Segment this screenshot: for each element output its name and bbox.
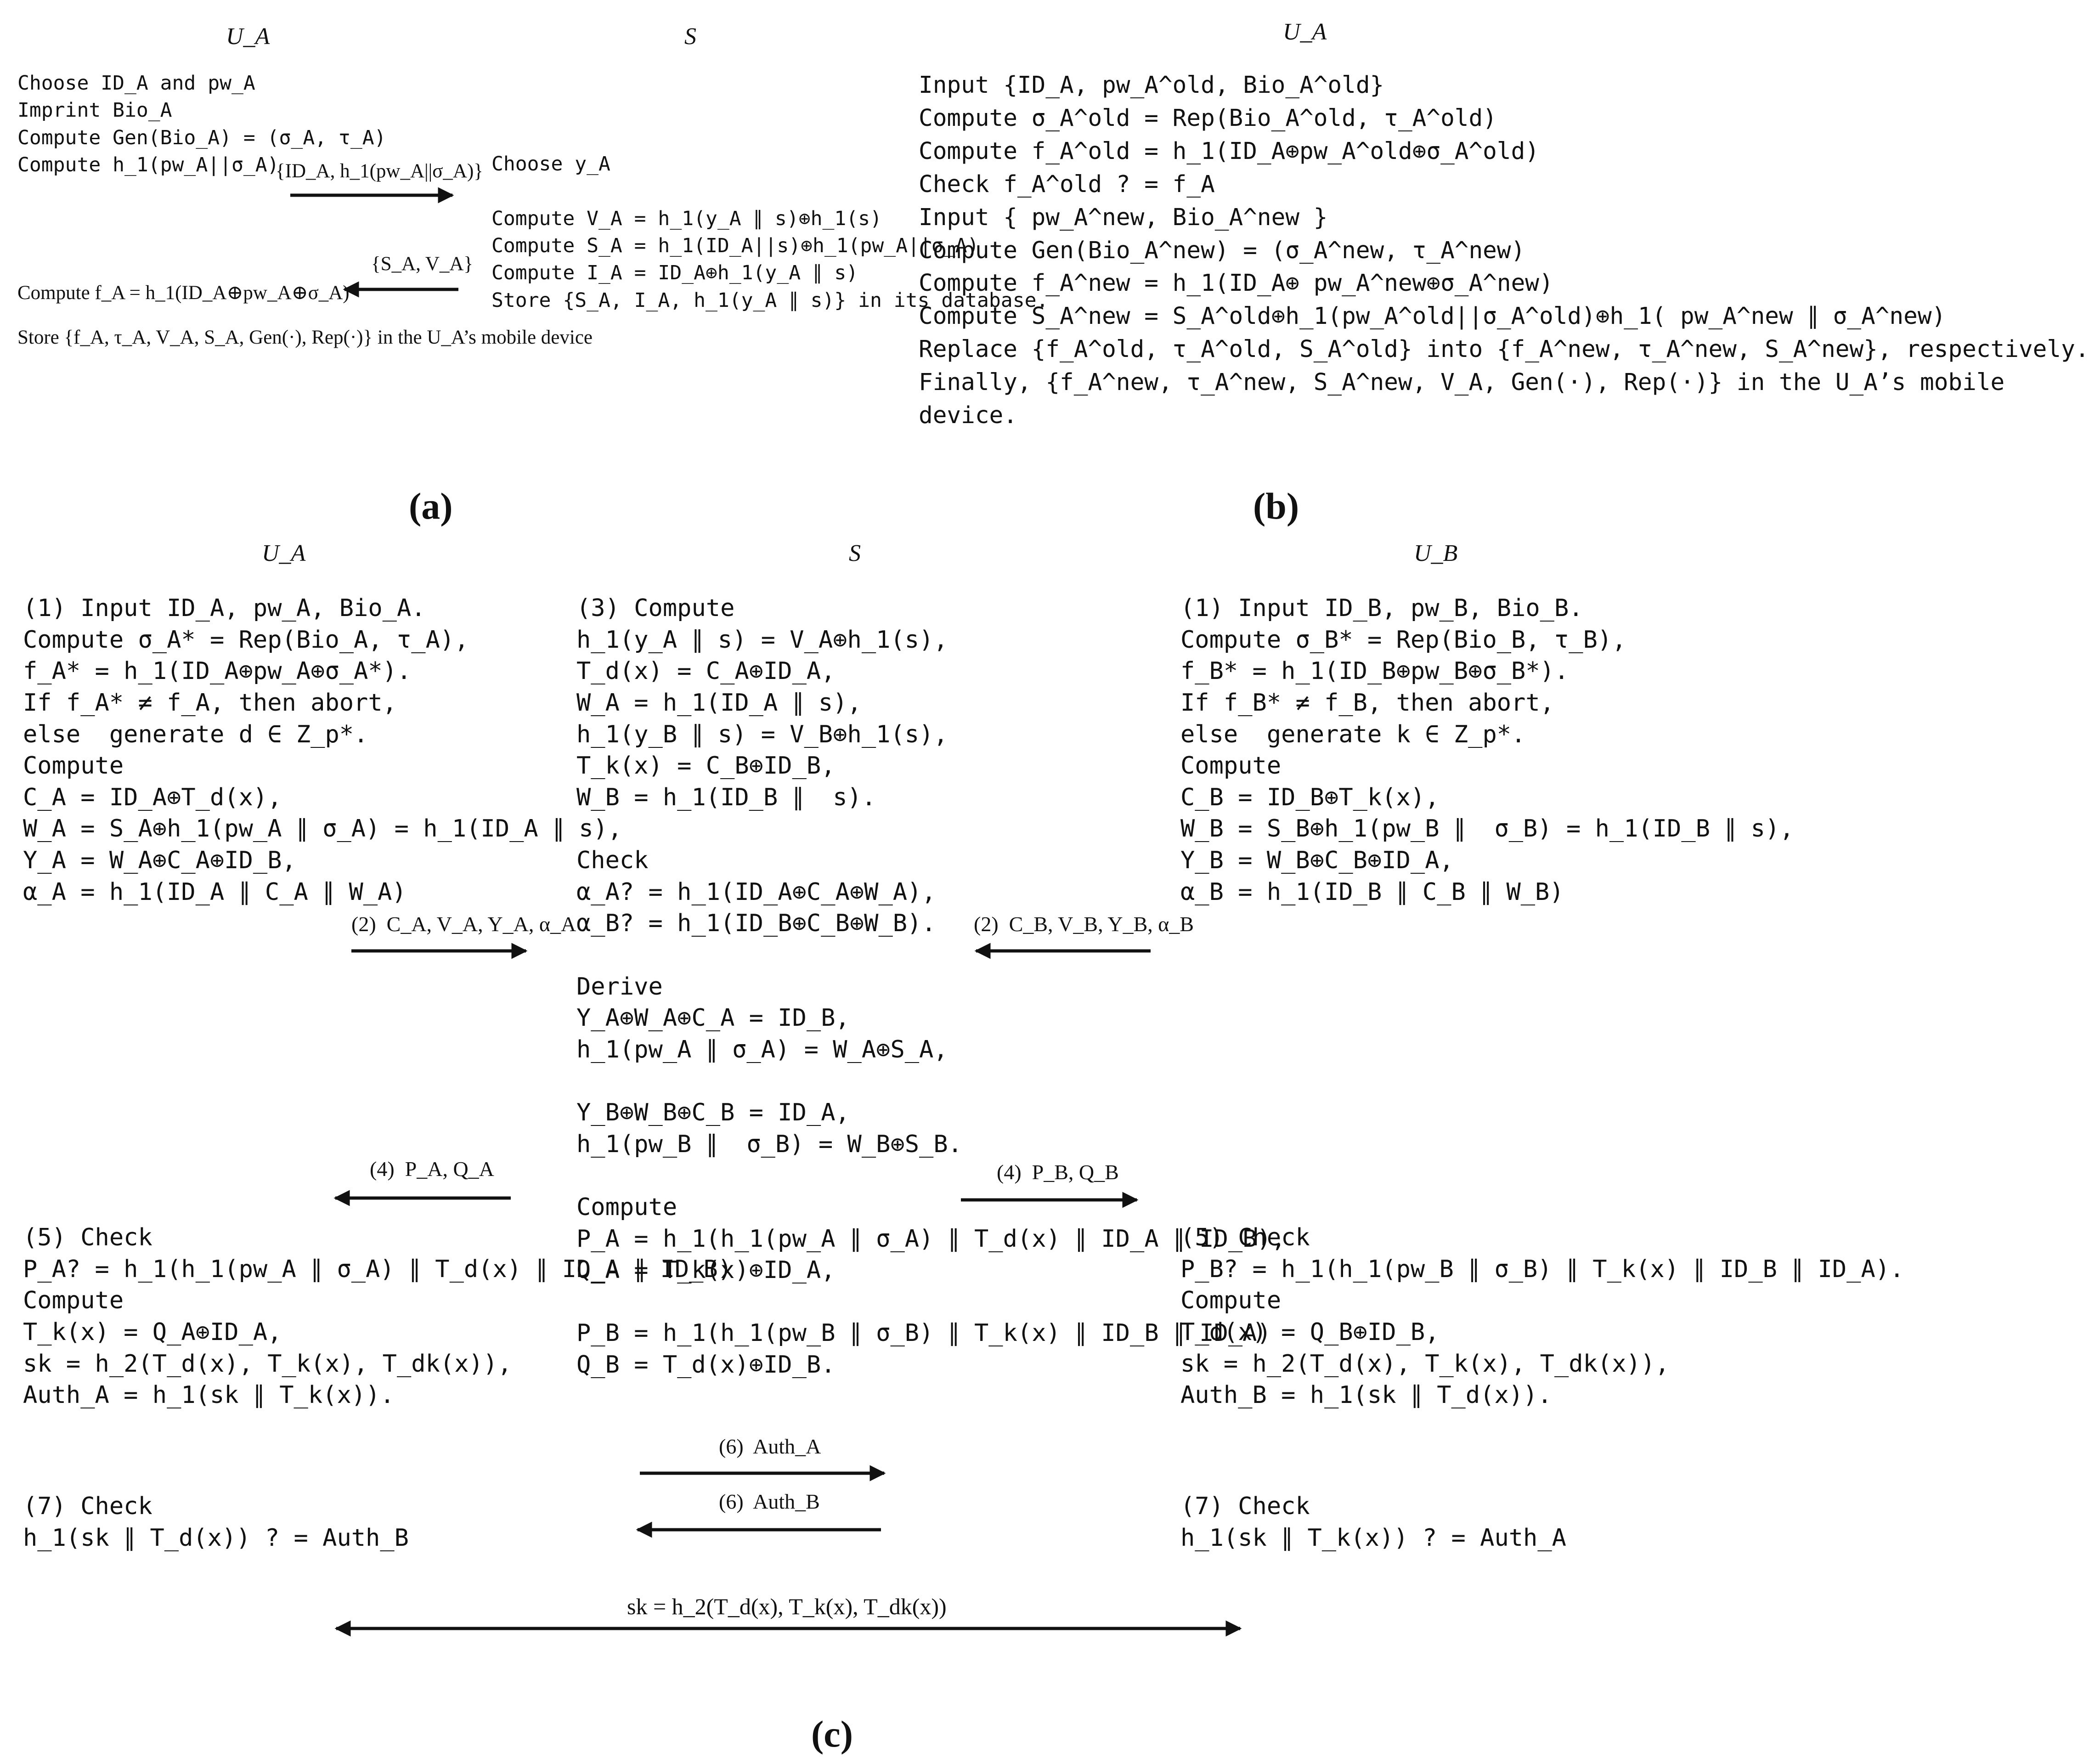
- a-msg-to-user: {S_A, V_A}: [371, 253, 474, 275]
- caption-a: (a): [409, 485, 453, 527]
- c-s-step3: (3) Compute h_1(y_A ∥ s) = V_A⊕h_1(s), T…: [576, 594, 1286, 1379]
- c-msg4-ua-label: (4) P_A, Q_A: [370, 1157, 494, 1181]
- c-ua-step5: (5) Check P_A? = h_1(h_1(pw_A ∥ σ_A) ∥ T…: [23, 1224, 733, 1409]
- c-header-ua: U_A: [262, 540, 306, 566]
- c-header-s: S: [849, 540, 861, 566]
- b-header-ua: U_A: [1283, 19, 1327, 45]
- protocol-figure: U_A S Choose ID_A and pw_A Imprint Bio_A…: [17, 19, 2089, 1755]
- b-steps: Input {ID_A, pw_A^old, Bio_A^old} Comput…: [919, 72, 2089, 430]
- message-arrows: [290, 187, 1242, 1637]
- c-msg2-ub-label: (2) C_B, V_B, Y_B, α_B: [974, 912, 1194, 936]
- c-msg4-ub-label: (4) P_B, Q_B: [997, 1160, 1119, 1184]
- c-msg6-auth-b-label: (6) Auth_B: [719, 1490, 820, 1513]
- c-msg2-ua-label: (2) C_A, V_A, Y_A, α_A: [351, 912, 576, 936]
- caption-c: (c): [811, 1713, 853, 1755]
- a-msg-to-server: {ID_A, h_1(pw_A||σ_A)}: [276, 160, 483, 182]
- a-server-steps: Choose y_A Compute V_A = h_1(y_A ∥ s)⊕h_…: [491, 153, 1049, 312]
- c-ua-step7: (7) Check h_1(sk ∥ T_d(x)) ? = Auth_B: [23, 1493, 409, 1552]
- c-header-ub: U_B: [1414, 540, 1458, 566]
- a-compute-fa: Compute f_A = h_1(ID_A⊕pw_A⊕σ_A): [17, 282, 350, 304]
- c-session-key-label: sk = h_2(T_d(x), T_k(x), T_dk(x)): [627, 1594, 947, 1619]
- c-msg6-auth-a-label: (6) Auth_A: [719, 1435, 821, 1458]
- c-ua-step1: (1) Input ID_A, pw_A, Bio_A. Compute σ_A…: [23, 594, 622, 906]
- caption-b: (b): [1253, 485, 1299, 527]
- c-ub-step1: (1) Input ID_B, pw_B, Bio_B. Compute σ_B…: [1180, 594, 1794, 906]
- a-store-line: Store {f_A, τ_A, V_A, S_A, Gen(·), Rep(·…: [17, 327, 593, 348]
- c-ub-step7: (7) Check h_1(sk ∥ T_k(x)) ? = Auth_A: [1180, 1493, 1566, 1552]
- c-ub-step5: (5) Check P_B? = h_1(h_1(pw_B ∥ σ_B) ∥ T…: [1180, 1224, 1904, 1409]
- a-header-s: S: [684, 23, 696, 50]
- a-user-steps: Choose ID_A and pw_A Imprint Bio_A Compu…: [17, 72, 386, 176]
- a-header-ua: U_A: [226, 23, 270, 50]
